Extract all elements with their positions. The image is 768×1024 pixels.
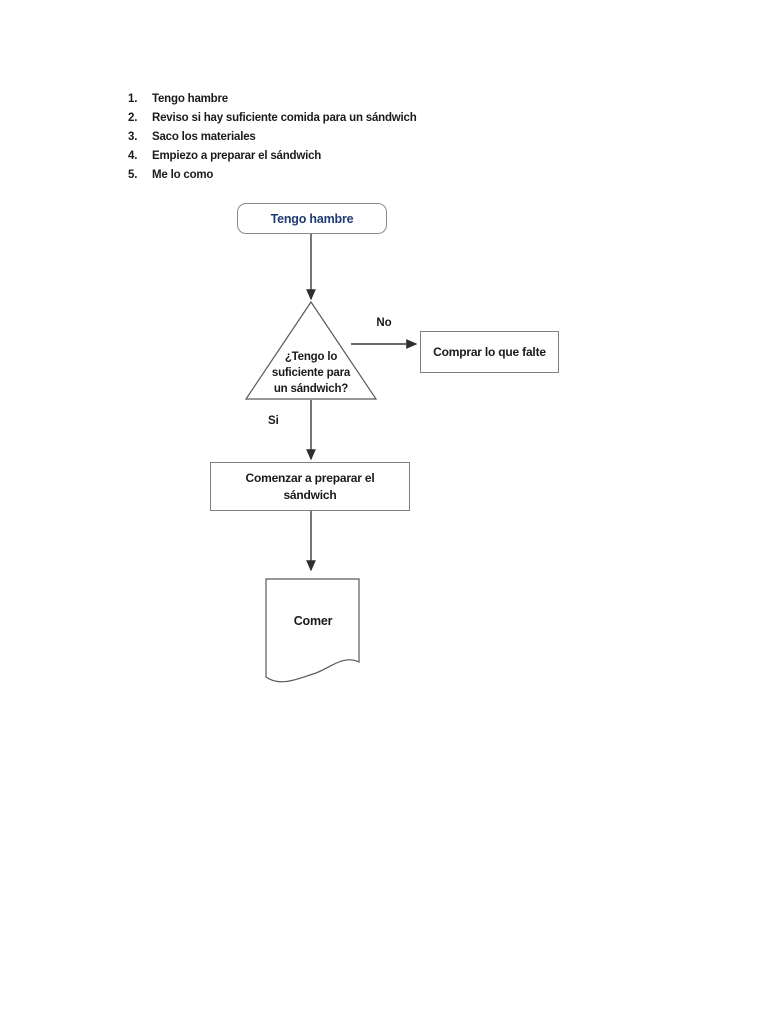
list-item-number: 1. [128, 93, 138, 105]
list-item: 2. Reviso si hay suficiente comida para … [128, 111, 417, 130]
list-item-text: Me lo como [152, 169, 214, 181]
steps-list: 1. Tengo hambre 2. Reviso si hay suficie… [128, 92, 417, 187]
list-item: 1. Tengo hambre [128, 92, 417, 111]
list-item: 5. Me lo como [128, 168, 417, 187]
list-item-number: 2. [128, 112, 138, 124]
list-item-text: Empiezo a preparar el sándwich [152, 150, 322, 162]
list-item-text: Saco los materiales [152, 131, 256, 143]
list-item: 3. Saco los materiales [128, 130, 417, 149]
list-item: 4. Empiezo a preparar el sándwich [128, 149, 417, 168]
edge-label-yes: Si [268, 415, 279, 427]
edge-label-no: No [376, 317, 392, 329]
list-item-number: 4. [128, 150, 138, 162]
flowchart-prepare-node: Comenzar a preparar el sándwich [210, 462, 410, 511]
list-item-number: 5. [128, 169, 138, 181]
flowchart-start-node: Tengo hambre [237, 203, 387, 234]
list-item-text: Reviso si hay suficiente comida para un … [152, 112, 417, 124]
list-item-number: 3. [128, 131, 138, 143]
buy-node-label: Comprar lo que falte [433, 345, 546, 359]
document-shape [265, 578, 360, 683]
eat-node-label: Comer [293, 614, 333, 628]
prepare-node-label: Comenzar a preparar el sándwich [245, 470, 375, 502]
decision-triangle-shape [244, 300, 378, 400]
start-node-label: Tengo hambre [270, 211, 354, 226]
decision-node-label: ¿Tengo lo suficiente para un sándwich? [271, 351, 351, 395]
list-item-text: Tengo hambre [152, 93, 228, 105]
flowchart-buy-node: Comprar lo que falte [420, 331, 559, 373]
